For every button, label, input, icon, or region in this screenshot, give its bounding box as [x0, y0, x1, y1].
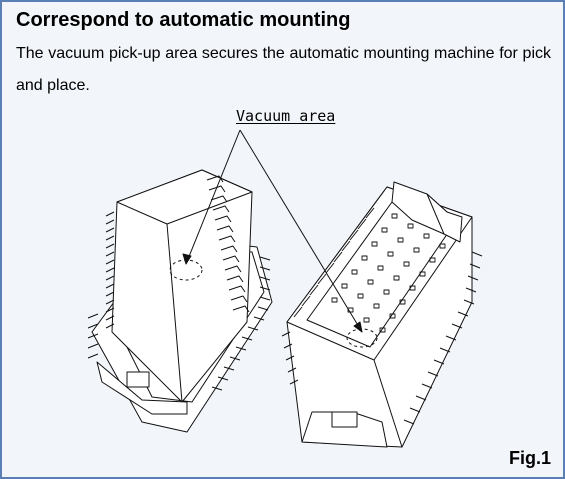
section-description: The vacuum pick-up area secures the auto…	[16, 38, 551, 102]
right-connector	[282, 182, 482, 447]
figure-caption: Fig.1	[509, 448, 551, 469]
vacuum-area-label: Vacuum area	[236, 107, 335, 125]
section-title: Correspond to automatic mounting	[16, 6, 350, 34]
connector-drawing	[2, 102, 563, 477]
left-connector	[88, 170, 272, 432]
